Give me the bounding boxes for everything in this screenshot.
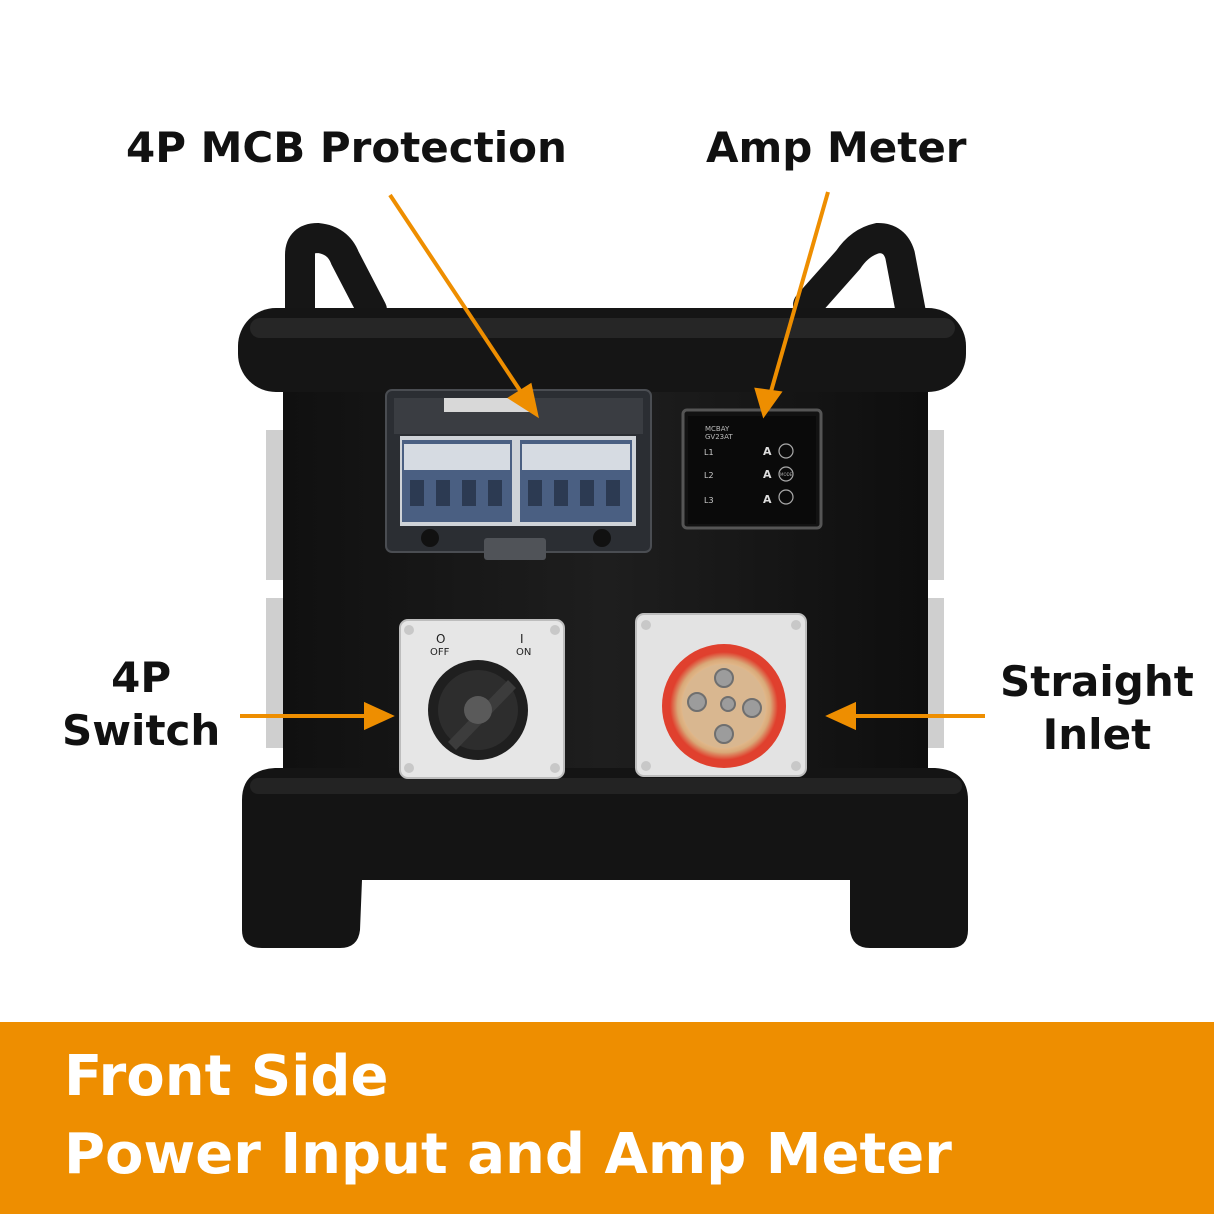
amp-arrow bbox=[768, 191, 830, 396]
meter-model: GV23AT bbox=[705, 433, 733, 441]
callout-straight-inlet-line2: Inlet bbox=[1042, 709, 1152, 759]
inlet-pins bbox=[687, 668, 762, 744]
amp-meter: MCBAY GV23AT L1 L2 L3 A A A MODE bbox=[681, 408, 823, 530]
straight-inlet bbox=[635, 613, 807, 777]
mcb-panel bbox=[385, 389, 652, 560]
mcb-arrow bbox=[388, 193, 527, 400]
mcb-arrowhead bbox=[507, 382, 539, 419]
footer-banner: Front Side Power Input and Amp Meter bbox=[0, 1022, 1214, 1214]
callout-4p-switch-line2: Switch bbox=[62, 705, 221, 755]
meter-mode-icon bbox=[778, 466, 794, 482]
callout-straight-inlet-line1: Straight bbox=[1000, 657, 1194, 706]
meter-row-l3: L3 bbox=[704, 496, 714, 505]
meter-up-icon bbox=[778, 443, 794, 459]
switch-off-symbol: O bbox=[436, 632, 445, 646]
switch-off-label: OFF bbox=[430, 647, 450, 658]
callout-amp-meter: Amp Meter bbox=[706, 123, 967, 172]
switch-on-label: ON bbox=[516, 647, 531, 658]
meter-unit-l1: A bbox=[763, 445, 772, 458]
isolator-switch: O OFF I ON bbox=[399, 619, 565, 779]
meter-unit-l2: A bbox=[763, 468, 772, 481]
meter-mode-label: MODE bbox=[780, 472, 793, 477]
footer-subtitle: Power Input and Amp Meter bbox=[64, 1122, 952, 1187]
callout-mcb-protection: 4P MCB Protection bbox=[126, 123, 567, 172]
meter-unit-l3: A bbox=[763, 493, 772, 506]
meter-down-icon bbox=[778, 489, 794, 505]
callout-4p-switch: 4P Switch bbox=[62, 652, 220, 757]
callout-4p-switch-line1: 4P bbox=[111, 653, 172, 702]
footer-title: Front Side bbox=[64, 1044, 389, 1109]
carry-handles bbox=[285, 222, 927, 335]
amp-arrowhead bbox=[754, 387, 783, 419]
meter-brand: MCBAY bbox=[705, 425, 730, 433]
meter-row-l1: L1 bbox=[704, 448, 714, 457]
switch-arrowhead bbox=[364, 701, 395, 731]
callout-arrows bbox=[240, 191, 985, 731]
inlet-arrowhead bbox=[825, 701, 856, 731]
callout-straight-inlet: Straight Inlet bbox=[1000, 656, 1194, 761]
switch-on-symbol: I bbox=[520, 632, 524, 646]
meter-row-l2: L2 bbox=[704, 471, 714, 480]
